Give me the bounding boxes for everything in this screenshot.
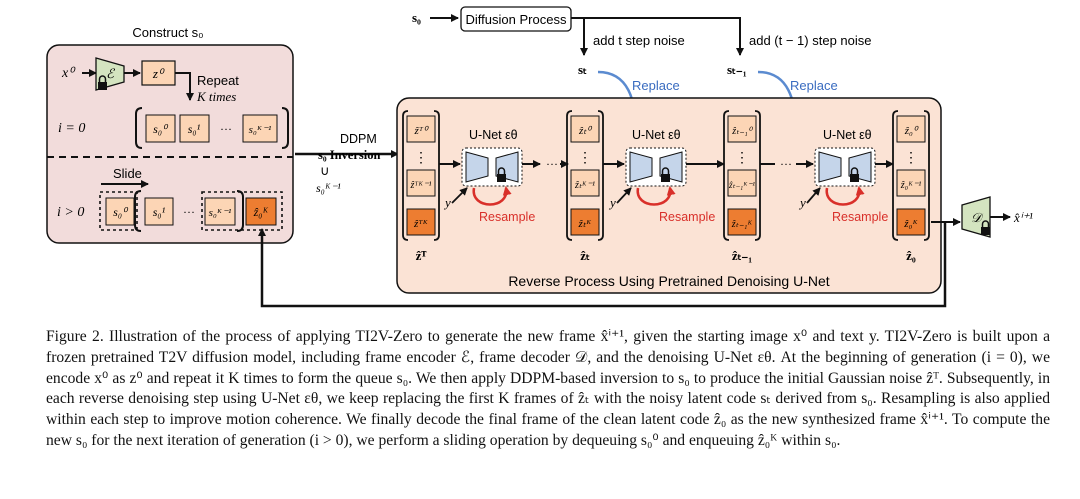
svg-text:⋮: ⋮ xyxy=(904,151,918,166)
svg-text:ẑₜ: ẑₜ xyxy=(580,248,590,263)
svg-text:s₀¹: s₀¹ xyxy=(153,205,166,219)
svg-text:ẑᵀᴷ: ẑᵀᴷ xyxy=(413,218,429,230)
svg-text:s₀ᴷ⁻¹: s₀ᴷ⁻¹ xyxy=(249,124,272,136)
svg-text:ẑₜ₋₁: ẑₜ₋₁ xyxy=(732,248,752,263)
svg-text:···: ··· xyxy=(780,157,792,171)
svg-text:K times: K times xyxy=(196,89,236,104)
output-label: x̂ⁱ⁺¹ xyxy=(1013,210,1033,225)
svg-text:s₀ Inversion: s₀ Inversion xyxy=(318,148,380,162)
queue-top-box xyxy=(179,114,210,143)
z0-box xyxy=(141,60,176,86)
lock-icon xyxy=(981,220,990,235)
latent-column-T: ẑᵀ⁰ ⋮ ẑᵀᴷ⁻¹ ẑᵀᴷ ẑᵀ xyxy=(402,110,440,263)
unet-block-2: U-Net εθ Resample y xyxy=(603,128,725,224)
svg-text:y: y xyxy=(798,195,806,210)
svg-text:s₀ᴷ⁻¹: s₀ᴷ⁻¹ xyxy=(209,207,232,219)
svg-text:Resample: Resample xyxy=(659,210,715,224)
queue-bottom-box xyxy=(144,197,174,226)
svg-text:s₀¹: s₀¹ xyxy=(188,122,201,136)
latent-column-0: ẑ₀⁰ ⋮ ẑ₀ᴷ⁻¹ ẑ₀ᴷ ẑ₀ xyxy=(892,110,930,263)
caption-text: Figure 2. Illustration of the process of… xyxy=(46,328,1050,449)
svg-text:···: ··· xyxy=(546,157,558,171)
lock-icon xyxy=(98,75,107,90)
unet-block-1: U-Net εθ ··· Resample y xyxy=(439,128,569,224)
unet-block-3: U-Net εθ ··· Resample y xyxy=(760,128,894,224)
svg-text:ẑ₀: ẑ₀ xyxy=(906,248,916,263)
svg-text:ẑₜᴷ: ẑₜᴷ xyxy=(578,218,593,230)
construct-panel xyxy=(46,44,294,244)
queue-top: s₀⁰ s₀¹ ··· s₀ᴷ⁻¹ xyxy=(135,107,289,149)
st1-label: sₜ₋₁ xyxy=(727,62,747,77)
svg-text:s₀ᴷ⁻¹: s₀ᴷ⁻¹ xyxy=(316,181,341,195)
latent-column-t-minus-1: ẑₜ₋₁⁰ ⋮ ẑₜ₋₁ᴷ⁻¹ ẑₜ₋₁ᴷ ẑₜ₋₁ xyxy=(723,110,761,263)
svg-text:Repeat: Repeat xyxy=(197,73,239,88)
svg-text:···: ··· xyxy=(220,122,232,136)
svg-text:s₀⁰: s₀⁰ xyxy=(113,205,129,219)
i-gt0-label: i > 0 xyxy=(57,205,84,220)
reverse-process-label: Reverse Process Using Pretrained Denoisi… xyxy=(508,273,829,289)
construct-title: Construct s₀ xyxy=(132,25,203,40)
decoder-block: 𝒟 xyxy=(961,196,991,238)
svg-text:∪: ∪ xyxy=(320,163,330,178)
svg-text:U-Net εθ: U-Net εθ xyxy=(823,128,872,142)
svg-text:···: ··· xyxy=(183,205,195,219)
svg-text:ẑᵀ⁰: ẑᵀ⁰ xyxy=(414,125,430,137)
svg-text:ẑ₀ᴷ: ẑ₀ᴷ xyxy=(903,218,918,230)
queue-bottom-new-box xyxy=(245,197,277,226)
svg-text:Replace: Replace xyxy=(790,78,838,93)
queue-bottom-box xyxy=(204,197,236,226)
queue-top-box xyxy=(242,114,278,143)
svg-text:add (t − 1) step noise: add (t − 1) step noise xyxy=(749,33,872,48)
svg-text:ẑₜᴷ⁻¹: ẑₜᴷ⁻¹ xyxy=(574,180,595,191)
svg-text:y: y xyxy=(443,195,451,210)
svg-text:Resample: Resample xyxy=(479,210,535,224)
svg-text:ẑᵀ: ẑᵀ xyxy=(416,248,428,263)
repeat-arrow xyxy=(175,72,194,101)
svg-text:ẑₜ⁰: ẑₜ⁰ xyxy=(578,125,593,137)
lock-icon xyxy=(661,167,670,182)
svg-text:ẑᵀᴷ⁻¹: ẑᵀᴷ⁻¹ xyxy=(410,180,432,191)
queue-bottom: s₀⁰ s₀¹ ··· s₀ᴷ⁻¹ ẑ₀ᴷ xyxy=(99,190,283,232)
svg-text:z⁰: z⁰ xyxy=(152,66,165,81)
st-label: sₜ xyxy=(578,62,587,77)
svg-text:Replace: Replace xyxy=(632,78,680,93)
svg-text:ẑ₀ᴷ⁻¹: ẑ₀ᴷ⁻¹ xyxy=(900,180,922,191)
encoder-block: ℰ xyxy=(95,57,125,91)
svg-text:ℰ: ℰ xyxy=(106,66,115,81)
svg-text:ẑₜ₋₁ᴷ⁻¹: ẑₜ₋₁ᴷ⁻¹ xyxy=(728,180,755,190)
slide-label: Slide xyxy=(113,166,142,181)
latent-column-t: ẑₜ⁰ ⋮ ẑₜᴷ⁻¹ ẑₜᴷ ẑₜ xyxy=(566,110,604,263)
i0-label: i = 0 xyxy=(58,121,85,136)
pipeline-diagram: Construct s₀ x⁰ ℰ z⁰ Repeat K times i = … xyxy=(46,6,1033,308)
svg-text:U-Net εθ: U-Net εθ xyxy=(632,128,681,142)
svg-text:s₀⁰: s₀⁰ xyxy=(153,122,169,136)
svg-text:𝒟: 𝒟 xyxy=(971,210,984,225)
x0-input-label: x⁰ xyxy=(61,66,76,81)
svg-text:⋮: ⋮ xyxy=(735,151,749,166)
svg-text:Diffusion Process: Diffusion Process xyxy=(466,12,567,27)
svg-text:ẑ₀ᴷ: ẑ₀ᴷ xyxy=(253,205,269,219)
queue-bottom-box xyxy=(105,197,135,226)
svg-text:y: y xyxy=(608,195,616,210)
queue-top-box xyxy=(145,114,176,143)
s0-top-label: s₀ xyxy=(412,10,421,25)
svg-text:DDPM: DDPM xyxy=(340,132,377,146)
lock-icon xyxy=(497,167,506,182)
svg-text:ẑ₀⁰: ẑ₀⁰ xyxy=(904,125,919,137)
svg-text:ẑₜ₋₁⁰: ẑₜ₋₁⁰ xyxy=(731,126,754,137)
svg-text:⋮: ⋮ xyxy=(578,151,592,166)
svg-text:add t step noise: add t step noise xyxy=(593,33,685,48)
svg-text:⋮: ⋮ xyxy=(414,151,428,166)
figure-caption: Figure 2. Illustration of the process of… xyxy=(46,327,1050,452)
feedback-arrow xyxy=(258,222,947,308)
svg-text:U-Net εθ: U-Net εθ xyxy=(469,128,518,142)
svg-text:ẑₜ₋₁ᴷ: ẑₜ₋₁ᴷ xyxy=(731,219,753,230)
svg-text:Resample: Resample xyxy=(832,210,888,224)
lock-icon xyxy=(850,167,859,182)
